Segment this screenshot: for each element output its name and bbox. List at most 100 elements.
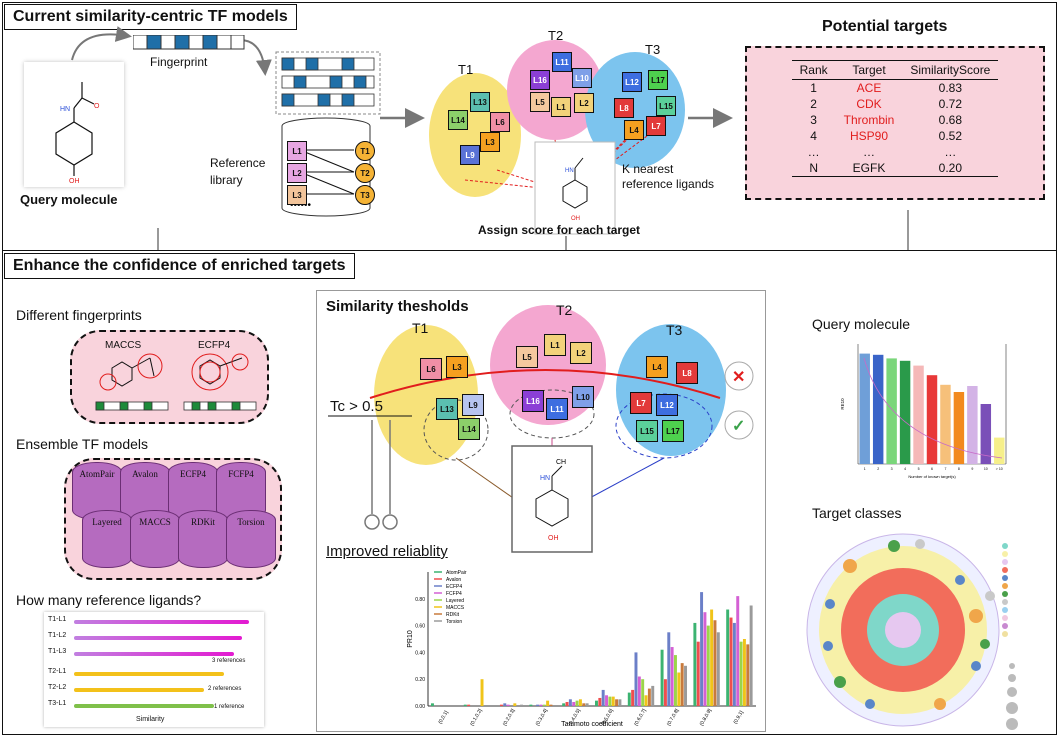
ligand-l1: L1 — [544, 334, 566, 356]
ligand-l7: L7 — [630, 392, 652, 414]
data-bar — [546, 700, 550, 706]
svg-text:OH: OH — [69, 178, 80, 185]
ref-bar — [74, 620, 249, 624]
fingerprints-panel — [70, 330, 269, 424]
ligand-l4: L4 — [624, 120, 644, 140]
col-rank: Rank — [791, 60, 836, 80]
data-bar — [611, 696, 615, 706]
data-bar — [618, 699, 622, 706]
data-bar — [872, 354, 884, 464]
data-bar — [529, 704, 533, 706]
data-bar — [886, 358, 897, 464]
x-tick-label: 9 — [971, 467, 973, 471]
data-bar — [513, 703, 517, 706]
section-divider — [2, 250, 1057, 251]
x-tick-label: (0.8,0.9] — [699, 708, 714, 727]
data-bar — [631, 689, 635, 706]
pr10-chart-svg: 0.000.200.400.600.80(0,0.1](0.1,0.2](0.2… — [407, 570, 756, 728]
group-label-t2: T2 — [548, 28, 564, 43]
x-tick-label: (0.1,0.2] — [469, 708, 484, 727]
data-bar — [693, 622, 697, 706]
data-bar — [716, 632, 720, 706]
ligand-l3: L3 — [446, 356, 468, 378]
fp-name-maccs: MACCS — [105, 340, 142, 351]
query-molecule-structure: HN O OH — [55, 82, 100, 185]
data-bar — [499, 704, 503, 706]
data-bar — [746, 644, 750, 706]
ligand-l14: L14 — [448, 110, 468, 130]
x-tick-label: (0.9,1] — [733, 709, 746, 725]
ref-row-label: T1-L1 — [48, 616, 67, 623]
assign-score-label: Assign score for each target — [478, 223, 641, 237]
model-cylinder: Layered — [82, 510, 132, 568]
x-tick-label: 4 — [904, 467, 906, 471]
query-molecule-right-title: Query molecule — [812, 316, 911, 332]
ref-note: 1 reference — [214, 704, 245, 710]
y-tick-label: 0.80 — [415, 597, 425, 603]
library-target-t1: T1 — [355, 141, 375, 161]
model-cylinder: MACCS — [130, 510, 180, 568]
svg-text:HN: HN — [565, 168, 574, 174]
data-bar — [520, 704, 523, 706]
library-ligand-l3: L3 — [287, 185, 307, 205]
x-tick-label: 5 — [918, 467, 920, 471]
y-axis-label: PR10 — [407, 630, 414, 648]
data-bar — [696, 641, 700, 706]
legend-label: MACCS — [446, 605, 465, 611]
target-classes-bubble-chart — [806, 533, 1018, 730]
data-bar — [670, 647, 674, 706]
library-ligand-l1: L1 — [287, 141, 307, 161]
ligand-l7: L7 — [646, 116, 666, 136]
trend-line — [863, 357, 1003, 459]
ligand-l5: L5 — [516, 346, 538, 368]
data-bar — [732, 622, 736, 706]
ligand-l11: L11 — [546, 398, 568, 420]
svg-text:OH: OH — [548, 535, 559, 542]
y-tick-label: 0.00 — [415, 704, 425, 710]
y-axis-label: RE10 — [840, 398, 845, 410]
data-bar — [480, 679, 484, 706]
ligand-l9: L9 — [462, 394, 484, 416]
data-bar — [736, 596, 740, 706]
model-cylinder: RDKit — [178, 510, 228, 568]
top-section-title: Current similarity-centric TF models — [4, 4, 297, 30]
query-molecule-card: HN O OH — [24, 62, 124, 187]
data-bar — [674, 655, 677, 706]
data-bar — [615, 699, 619, 706]
data-bar — [637, 676, 641, 706]
y-tick-label: 0.40 — [415, 650, 425, 656]
data-bar — [660, 649, 664, 706]
legend-label: RDKit — [446, 612, 460, 618]
legend-label: Avalon — [446, 577, 461, 583]
data-bar — [595, 700, 598, 706]
ref-note: 3 references — [212, 658, 246, 664]
fp-name-ecfp4: ECFP4 — [198, 340, 231, 351]
data-bar — [647, 688, 651, 706]
data-bar — [706, 625, 710, 706]
target-classes-title: Target classes — [812, 505, 902, 521]
ligand-l16: L16 — [530, 70, 550, 90]
ligand-l17: L17 — [648, 70, 668, 90]
ref-bar — [74, 672, 224, 676]
ligand-l9: L9 — [460, 145, 480, 165]
data-bar — [506, 704, 510, 706]
col-target: Target — [835, 60, 903, 80]
tc-threshold-label: Tc > 0.5 — [330, 398, 383, 415]
data-bar — [651, 685, 655, 706]
ligand-l13: L13 — [436, 398, 458, 420]
data-bar — [913, 365, 924, 464]
data-bar — [644, 695, 648, 706]
data-bar — [742, 639, 746, 706]
y-tick-label: 0.60 — [415, 624, 425, 630]
data-bar — [926, 375, 938, 464]
